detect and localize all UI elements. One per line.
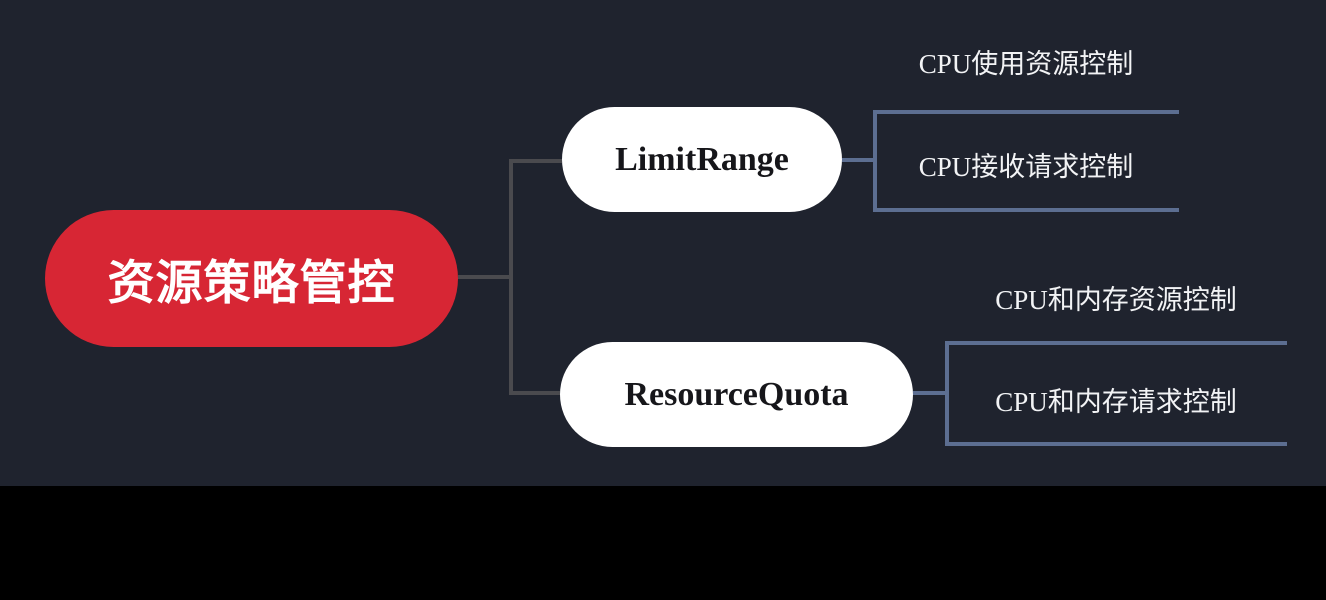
leaf-underline (873, 208, 1179, 212)
connector-to-limitrange (513, 159, 562, 163)
leaf-label-cpu-mem-usage[interactable]: CPU和内存资源控制 (995, 285, 1237, 315)
connector-to-resourcequota (513, 391, 560, 395)
root-connector-vertical (509, 159, 513, 395)
resourcequota-leaf-stub (913, 391, 947, 395)
letterbox-bar (0, 486, 1326, 600)
leaf-underline (945, 341, 1287, 345)
branch-node-resourcequota[interactable]: ResourceQuota (560, 342, 913, 447)
root-node[interactable]: 资源策略管控 (45, 210, 458, 347)
leaf-label-cpu-mem-request[interactable]: CPU和内存请求控制 (995, 387, 1237, 417)
mindmap-canvas: 资源策略管控 LimitRange CPU使用资源控制 CPU接收请求控制 Re… (0, 0, 1326, 486)
branch-node-limitrange[interactable]: LimitRange (562, 107, 842, 212)
limitrange-leaf-bracket (873, 110, 877, 212)
leaf-label-cpu-request[interactable]: CPU接收请求控制 (918, 152, 1134, 182)
leaf-underline (945, 442, 1287, 446)
limitrange-leaf-stub (842, 158, 875, 162)
leaf-underline (873, 110, 1179, 114)
resourcequota-leaf-bracket (945, 341, 949, 446)
root-connector-horizontal (458, 275, 513, 279)
leaf-label-cpu-usage[interactable]: CPU使用资源控制 (918, 49, 1134, 79)
